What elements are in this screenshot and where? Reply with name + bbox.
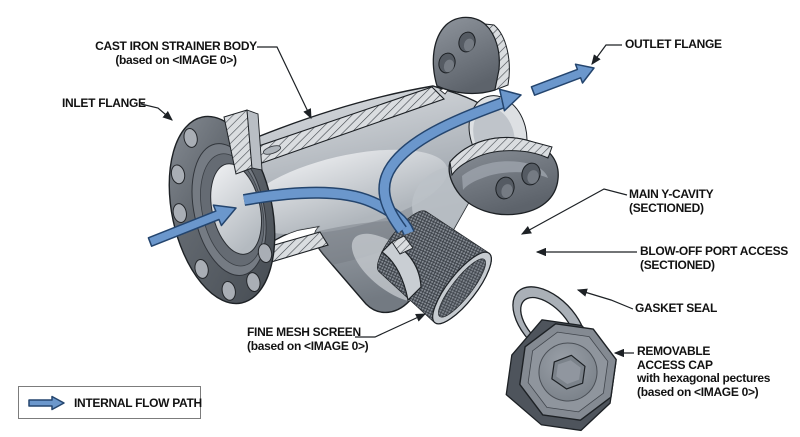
leader-fine-mesh-screen bbox=[355, 313, 427, 338]
leader-outlet-flange bbox=[591, 44, 622, 65]
flow-arrow-outlet bbox=[530, 63, 595, 96]
outlet-flange-bottom-lobe bbox=[448, 136, 559, 216]
cap-hex-nut bbox=[551, 354, 586, 390]
flow-arrow-inlet bbox=[147, 204, 237, 247]
casting-slot bbox=[262, 145, 282, 155]
outlet-flange-top-lobe bbox=[432, 16, 510, 95]
inlet-flange-bolt-holes bbox=[170, 128, 273, 301]
blow-off-branch-lip bbox=[381, 235, 422, 302]
leader-main-y-cavity bbox=[520, 188, 628, 235]
inlet-flange-section-face bbox=[246, 109, 263, 171]
flow-path-graphics bbox=[147, 63, 595, 247]
flow-band-exit bbox=[378, 88, 522, 234]
access-cap-graphic bbox=[505, 319, 617, 432]
leader-inlet-flange bbox=[140, 103, 173, 121]
legend-label: INTERNAL FLOW PATH bbox=[74, 395, 202, 410]
leader-gasket-seal bbox=[576, 288, 634, 310]
leader-cast-iron-body bbox=[257, 46, 312, 120]
legend-box: INTERNAL FLOW PATH bbox=[18, 386, 202, 419]
legend-flow-arrow-icon bbox=[28, 395, 65, 410]
leader-lines bbox=[140, 44, 637, 358]
